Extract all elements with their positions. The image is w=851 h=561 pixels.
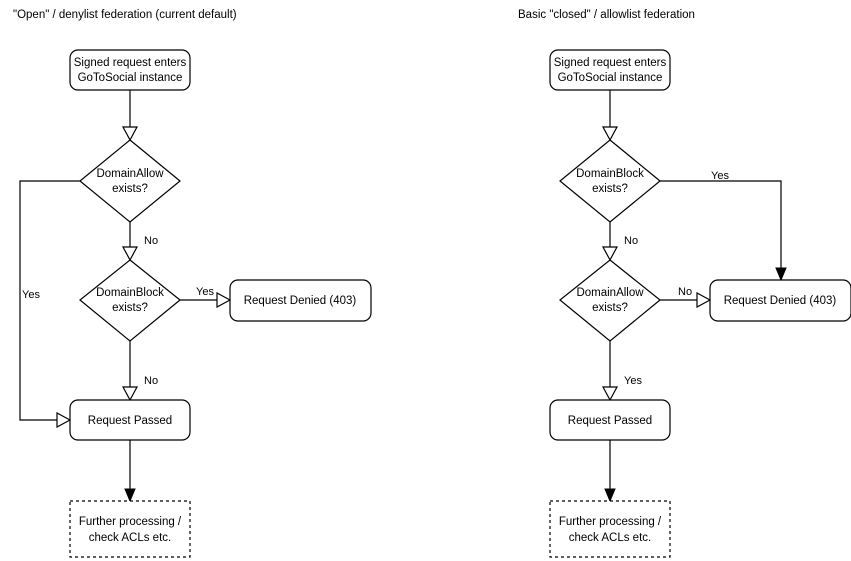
entry-box-label-line1: Signed request enters — [74, 57, 187, 69]
decision2-label-line1-closed: DomainAllow — [576, 287, 644, 299]
node-entry-closed: Signed request enters GoToSocial instanc… — [549, 49, 671, 91]
denied-box-shape — [229, 279, 372, 322]
edge-label-decision1-no: No — [144, 235, 158, 247]
node-entry-open: Signed request enters GoToSocial instanc… — [69, 49, 191, 91]
arrowhead-passed-to-further — [124, 488, 136, 503]
arrowhead-decision2-yes-to-passed-closed — [601, 386, 619, 402]
arrowhead-decision2-no-to-denied-closed — [696, 291, 712, 309]
arrowhead-decision1-yes-to-passed — [56, 411, 72, 429]
passed-box-label-closed: Request Passed — [568, 415, 652, 427]
edge-decision1-yes-to-denied-closed — [660, 180, 782, 272]
decision1-diamond-shape-closed — [559, 139, 661, 223]
arrowhead-passed-to-further-closed — [604, 488, 616, 503]
decision2-label-line1: DomainBlock — [96, 287, 164, 299]
decision1-diamond-shape — [79, 139, 181, 223]
edge-label-decision1-yes: Yes — [22, 289, 40, 301]
node-further-processing-closed: Further processing / check ACLs etc. — [549, 500, 671, 558]
decision2-label-line2: exists? — [112, 302, 148, 314]
node-request-denied-open: Request Denied (403) — [229, 279, 372, 322]
entry-box-label-line2: GoToSocial instance — [78, 72, 183, 84]
arrowhead-decision2-no-to-passed — [121, 386, 139, 402]
edge-label-decision2-yes: Yes — [196, 286, 214, 298]
denied-box-label-closed: Request Denied (403) — [724, 295, 837, 307]
denied-box-shape-closed — [709, 279, 851, 322]
decision2-diamond-shape-closed — [559, 259, 661, 342]
node-request-passed-closed: Request Passed — [549, 399, 671, 441]
edge-decision1-yes-to-passed — [19, 180, 80, 421]
arrowhead-decision1-yes-to-denied-closed — [775, 267, 787, 282]
panel-title-open: "Open" / denylist federation (current de… — [13, 9, 237, 21]
edge-label-decision1-yes-closed: Yes — [711, 170, 729, 182]
panel-closed-federation: Basic "closed" / allowlist federation Si… — [518, 9, 851, 558]
passed-box-label: Request Passed — [88, 415, 172, 427]
decision2-label-line2-closed: exists? — [592, 302, 628, 314]
decision1-label-line1-closed: DomainBlock — [576, 168, 644, 180]
node-further-processing-open: Further processing / check ACLs etc. — [69, 500, 191, 558]
decision1-label-line1: DomainAllow — [96, 168, 164, 180]
node-decision-domainblock-closed: DomainBlock exists? — [559, 139, 661, 223]
edge-label-decision2-yes-closed: Yes — [624, 375, 642, 387]
node-request-denied-closed: Request Denied (403) — [709, 279, 851, 322]
further-box-shape-closed — [549, 500, 671, 558]
denied-box-label: Request Denied (403) — [244, 295, 357, 307]
further-box-label-line1: Further processing / — [79, 516, 182, 528]
further-box-label-line1-closed: Further processing / — [559, 516, 662, 528]
edge-label-decision2-no: No — [144, 375, 158, 387]
node-request-passed-open: Request Passed — [69, 399, 191, 441]
decision1-label-line2-closed: exists? — [592, 183, 628, 195]
arrowhead-entry-to-decision1-closed — [601, 126, 619, 142]
decision2-diamond-shape — [79, 259, 181, 342]
edge-label-decision2-no-closed: No — [678, 286, 692, 298]
arrowhead-decision2-yes-to-denied — [216, 291, 232, 309]
panel-open-federation: "Open" / denylist federation (current de… — [13, 9, 372, 558]
further-box-label-line2: check ACLs etc. — [89, 532, 171, 544]
entry-box-label-line1-closed: Signed request enters — [554, 57, 667, 69]
arrowhead-decision1-no-to-decision2 — [121, 246, 139, 262]
arrowhead-decision1-no-to-decision2-closed — [601, 246, 619, 262]
decision1-label-line2: exists? — [112, 183, 148, 195]
node-decision-domainallow-closed: DomainAllow exists? — [559, 259, 661, 342]
entry-box-label-line2-closed: GoToSocial instance — [558, 72, 663, 84]
arrowhead-entry-to-decision1 — [121, 126, 139, 142]
edge-label-decision1-no-closed: No — [624, 235, 638, 247]
further-box-shape — [69, 500, 191, 558]
node-decision-domainblock-open: DomainBlock exists? — [79, 259, 181, 342]
panel-title-closed: Basic "closed" / allowlist federation — [518, 9, 695, 21]
node-decision-domainallow-open: DomainAllow exists? — [79, 139, 181, 223]
further-box-label-line2-closed: check ACLs etc. — [569, 532, 651, 544]
